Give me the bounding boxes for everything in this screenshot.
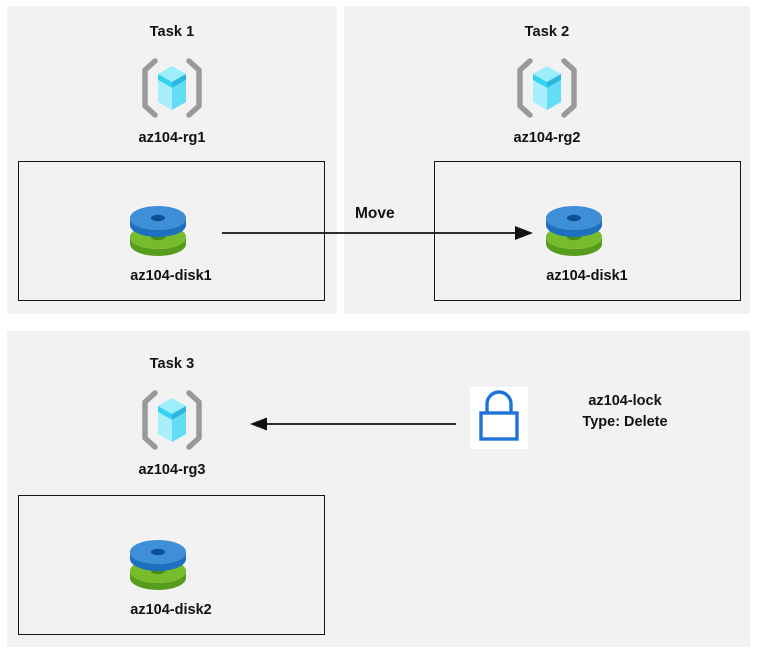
resource-group-cube-icon bbox=[141, 58, 203, 118]
resource-container-task-3: az104-disk2 bbox=[18, 495, 325, 635]
lock-arrow bbox=[250, 417, 456, 431]
move-arrow bbox=[222, 226, 533, 240]
panel-task-3: Task 3 az104-rg3 bbox=[7, 331, 750, 647]
panel-task-1: Task 1 az104-rg1 bbox=[7, 6, 337, 314]
managed-disk-icon bbox=[542, 199, 606, 261]
resource-container-task-1: az104-disk1 bbox=[18, 161, 325, 301]
lock-type-label: Type: Delete bbox=[582, 414, 668, 430]
lock-name-label: az104-lock bbox=[588, 393, 662, 409]
resource-group-cube-icon bbox=[141, 390, 203, 450]
managed-disk-icon bbox=[126, 533, 190, 595]
panel-task-2: Task 2 az104-rg2 bbox=[344, 6, 750, 314]
resource-container-task-2: az104-disk1 bbox=[434, 161, 741, 301]
resource-group-label-rg1: az104-rg1 bbox=[138, 130, 206, 146]
resource-label-disk1-task2: az104-disk1 bbox=[546, 268, 628, 284]
task-3-title: Task 3 bbox=[149, 356, 195, 372]
resource-group-label-rg3: az104-rg3 bbox=[138, 462, 206, 478]
task-1-title: Task 1 bbox=[149, 24, 195, 40]
resource-group-label-rg2: az104-rg2 bbox=[513, 130, 581, 146]
resource-label-disk1-task1: az104-disk1 bbox=[130, 268, 212, 284]
lock-icon bbox=[470, 387, 528, 449]
resource-label-disk2-task3: az104-disk2 bbox=[130, 602, 212, 618]
managed-disk-icon bbox=[126, 199, 190, 261]
task-2-title: Task 2 bbox=[524, 24, 570, 40]
resource-group-cube-icon bbox=[516, 58, 578, 118]
move-arrow-label: Move bbox=[355, 205, 395, 222]
